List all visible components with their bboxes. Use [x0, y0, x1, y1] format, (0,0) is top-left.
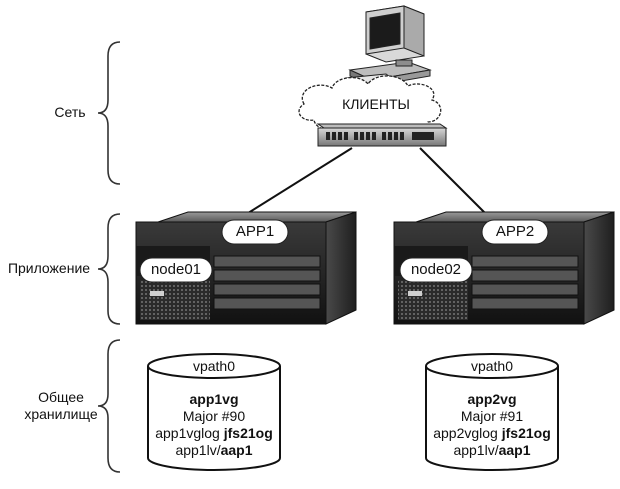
network-brace — [97, 41, 121, 185]
storage-cylinder-icon — [147, 353, 281, 471]
network-links — [244, 147, 488, 216]
tier-label-storage-line1: Общее — [38, 389, 84, 405]
node02-label: node02 — [410, 261, 462, 278]
network-switch-icon — [316, 123, 448, 147]
application-brace — [97, 213, 121, 325]
storage-brace — [97, 339, 121, 473]
tier-label-application: Приложение — [7, 260, 91, 276]
disk2-details: app2vg Major #91 app2vglog jfs21og app1l… — [417, 391, 567, 459]
disk1-lv-mount: aap1 — [220, 442, 253, 458]
node01-label: node01 — [150, 261, 202, 278]
disk1-details: app1vg Major #90 app1vglog jfs21og app1l… — [139, 391, 289, 459]
disk1-vglog-name: app1vglog — [155, 425, 220, 441]
disk1-major: Major #90 — [182, 408, 246, 424]
storage-cylinder-icon — [425, 353, 559, 471]
app1-label: APP1 — [235, 223, 275, 240]
disk2-major: Major #91 — [460, 408, 524, 424]
disk2-vglog-name: app2vglog — [433, 425, 498, 441]
disk2-header: vpath0 — [470, 358, 514, 374]
tier-label-network: Сеть — [54, 104, 86, 120]
app2-pill — [481, 219, 549, 245]
disk1-lv-name: app1lv/ — [175, 442, 221, 458]
disk1-vg: app1vg — [189, 391, 239, 407]
disk1-header: vpath0 — [192, 358, 236, 374]
node02-pill — [399, 257, 473, 283]
disk2-vg: app2vg — [467, 391, 517, 407]
app1-pill — [221, 219, 289, 245]
node01-pill — [139, 257, 213, 283]
tier-label-storage-line2: хранилище — [24, 406, 98, 422]
app2-label: APP2 — [495, 223, 535, 240]
disk2-lv-name: app1lv/ — [453, 442, 499, 458]
clients-label: КЛИЕНТЫ — [342, 96, 410, 112]
disk1-vglog-fs: jfs21og — [223, 425, 273, 441]
tier-label-storage: Общее хранилище — [22, 389, 100, 423]
desktop-computer-icon — [344, 5, 432, 87]
disk2-vglog-fs: jfs21og — [501, 425, 551, 441]
disk2-lv-mount: aap1 — [498, 442, 531, 458]
